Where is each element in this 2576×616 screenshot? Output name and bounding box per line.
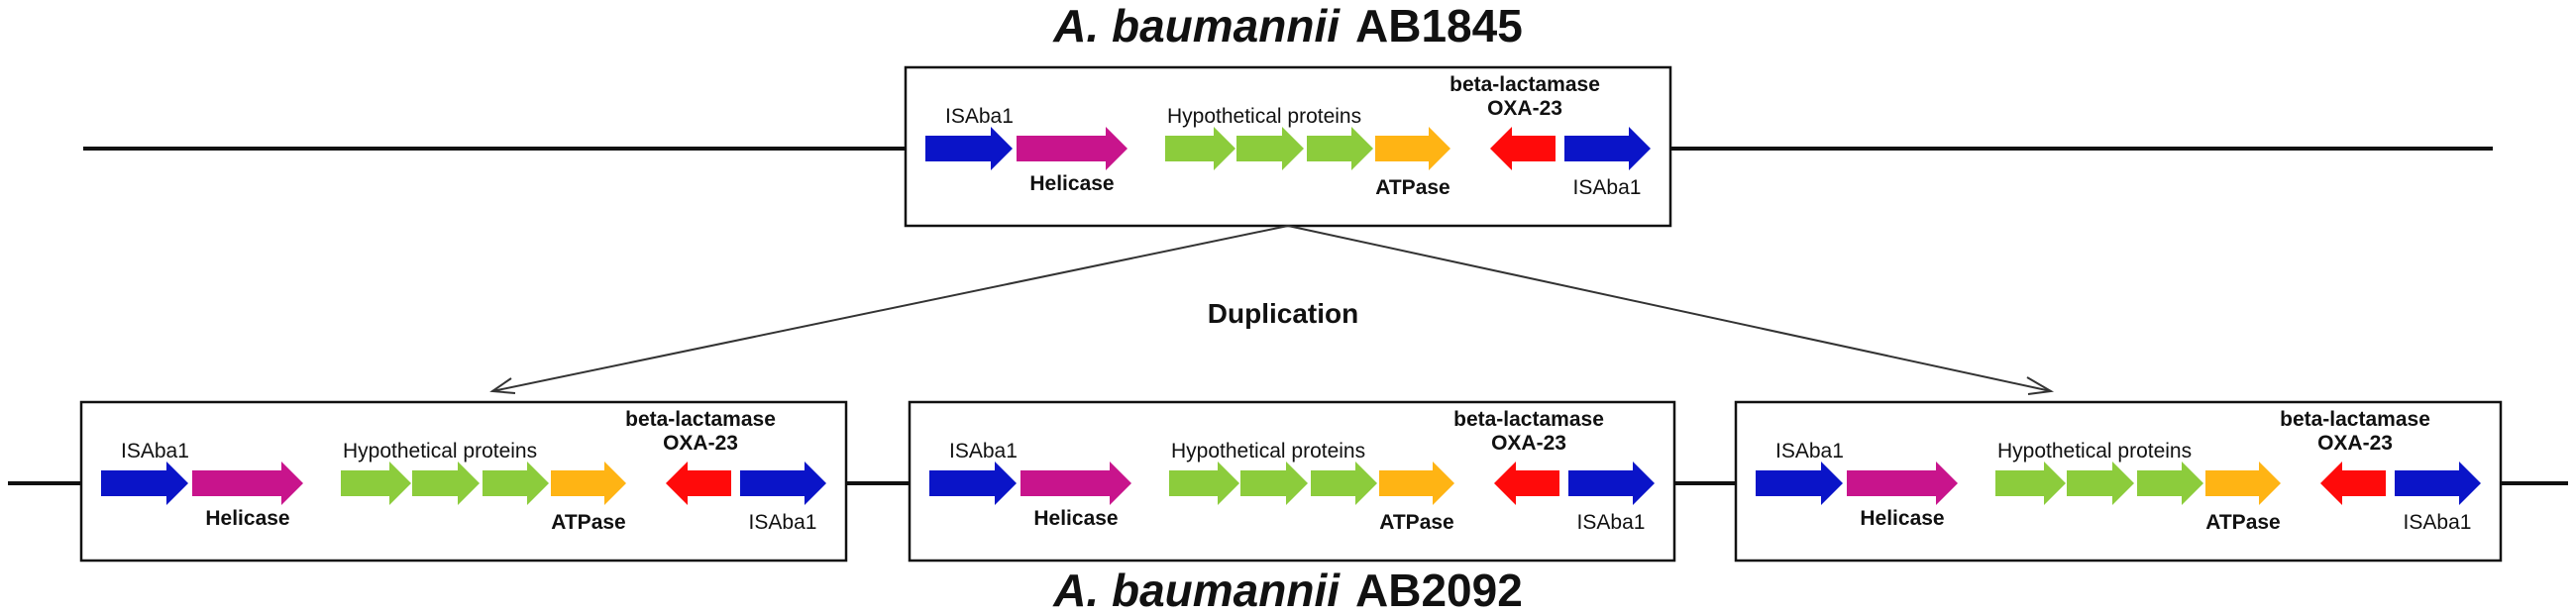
bottom-cassette-1-label-isaba1-right: ISAba1 — [749, 511, 817, 534]
bottom-title-species: A. baumannii — [1052, 565, 1341, 616]
bottom-cassette-3-label-atpase: ATPase — [2205, 511, 2280, 534]
bottom-cassette-1-gene-arrow-4 — [412, 462, 480, 505]
bottom-cassette-3-gene-arrow-3 — [1995, 462, 2066, 505]
top-cassette-gene-arrow-3 — [1165, 127, 1235, 170]
bottom-cassette-2-gene-arrow-6 — [1379, 462, 1454, 505]
top-cassette-label-isaba1-left: ISAba1 — [945, 105, 1014, 128]
bottom-cassette-3-label-isaba1-right: ISAba1 — [2404, 511, 2472, 534]
bottom-cassette-1-label-isaba1-left: ISAba1 — [121, 440, 189, 462]
bottom-cassette-1-gene-arrow-3 — [341, 462, 411, 505]
bottom-cassette-3-gene-arrow-4 — [2067, 462, 2134, 505]
bottom-cassette-3-label-isaba1-left: ISAba1 — [1775, 440, 1844, 462]
bottom-cassette-2-label-isaba1-left: ISAba1 — [949, 440, 1018, 462]
bottom-cassette-3-gene-arrow-8 — [2395, 462, 2481, 505]
bottom-cassette-3-gene-arrow-2 — [1847, 462, 1958, 505]
bottom-cassette-2-label-hypothetical: Hypothetical proteins — [1171, 440, 1365, 462]
bottom-cassette-3-label-helicase: Helicase — [1860, 507, 1944, 530]
bottom-cassette-2-label-helicase: Helicase — [1033, 507, 1118, 530]
bottom-cassette-2-label-beta-lactamase: beta-lactamase — [1453, 408, 1604, 431]
bottom-cassette-1-gene-arrow-6 — [551, 462, 626, 505]
top-cassette-gene-arrow-2 — [1017, 127, 1127, 170]
duplication-arrowhead-left — [489, 377, 516, 394]
bottom-cassette-1-gene-arrow-2 — [192, 462, 303, 505]
duplication-label: Duplication — [1208, 298, 1358, 329]
bottom-cassette-3-label-beta-lactamase: beta-lactamase — [2280, 408, 2430, 431]
bottom-cassette-2-gene-arrow-7 — [1494, 462, 1559, 505]
bottom-title-strain: AB2092 — [1355, 565, 1523, 616]
bottom-cassette-2-gene-arrow-1 — [929, 462, 1017, 505]
bottom-cassette-2-gene-arrow-5 — [1311, 462, 1377, 505]
bottom-cassette-3-label-oxa: OXA-23 — [2317, 432, 2393, 455]
top-cassette-label-oxa: OXA-23 — [1487, 97, 1562, 120]
bottom-cassette-3-gene-arrow-1 — [1756, 462, 1843, 505]
bottom-cassette-2-gene-arrow-3 — [1169, 462, 1239, 505]
bottom-cassette-1-label-atpase: ATPase — [551, 511, 625, 534]
top-cassette-gene-arrow-7 — [1490, 127, 1556, 170]
bottom-cassette-3-label-hypothetical: Hypothetical proteins — [1997, 440, 2192, 462]
top-title: A. baumannii AB1845 — [1052, 0, 1523, 51]
top-cassette-label-helicase: Helicase — [1029, 172, 1114, 195]
bottom-cassette-2-gene-arrow-8 — [1568, 462, 1655, 505]
top-cassette-label-isaba1-right: ISAba1 — [1573, 176, 1642, 199]
duplication-arrowhead-right — [2026, 376, 2055, 395]
bottom-title: A. baumannii AB2092 — [1052, 565, 1523, 616]
bottom-cassette-1-gene-arrow-5 — [483, 462, 549, 505]
bottom-cassette-3-gene-arrow-6 — [2205, 462, 2281, 505]
bottom-cassette-2-label-atpase: ATPase — [1379, 511, 1453, 534]
bottom-cassette-2-label-oxa: OXA-23 — [1491, 432, 1566, 455]
bottom-cassette-3-gene-arrow-5 — [2137, 462, 2203, 505]
bottom-cassette-1-gene-arrow-8 — [740, 462, 826, 505]
top-cassette-gene-arrow-4 — [1236, 127, 1304, 170]
duplication-arrow-left — [491, 225, 1289, 392]
duplication-arrow-right — [1287, 225, 2052, 392]
top-cassette-gene-arrow-1 — [925, 127, 1013, 170]
bottom-cassette-1-label-oxa: OXA-23 — [663, 432, 738, 455]
bottom-cassette-2-gene-arrow-2 — [1020, 462, 1131, 505]
top-cassette-label-hypothetical: Hypothetical proteins — [1167, 105, 1361, 128]
top-cassette-label-beta-lactamase: beta-lactamase — [1449, 73, 1600, 96]
bottom-cassette-1-label-beta-lactamase: beta-lactamase — [625, 408, 776, 431]
bottom-cassette-2-gene-arrow-4 — [1240, 462, 1308, 505]
top-cassette-gene-arrow-5 — [1307, 127, 1373, 170]
bottom-cassette-1-gene-arrow-1 — [101, 462, 188, 505]
bottom-cassette-1-label-helicase: Helicase — [205, 507, 289, 530]
top-cassette-label-atpase: ATPase — [1375, 176, 1449, 199]
top-cassette-gene-arrow-8 — [1564, 127, 1651, 170]
bottom-cassette-2-label-isaba1-right: ISAba1 — [1577, 511, 1646, 534]
bottom-cassette-1-label-hypothetical: Hypothetical proteins — [343, 440, 537, 462]
top-title-species: A. baumannii — [1052, 0, 1341, 51]
top-title-strain: AB1845 — [1355, 0, 1523, 51]
bottom-cassette-1-gene-arrow-7 — [666, 462, 731, 505]
bottom-cassette-3-gene-arrow-7 — [2320, 462, 2386, 505]
top-cassette-gene-arrow-6 — [1375, 127, 1450, 170]
